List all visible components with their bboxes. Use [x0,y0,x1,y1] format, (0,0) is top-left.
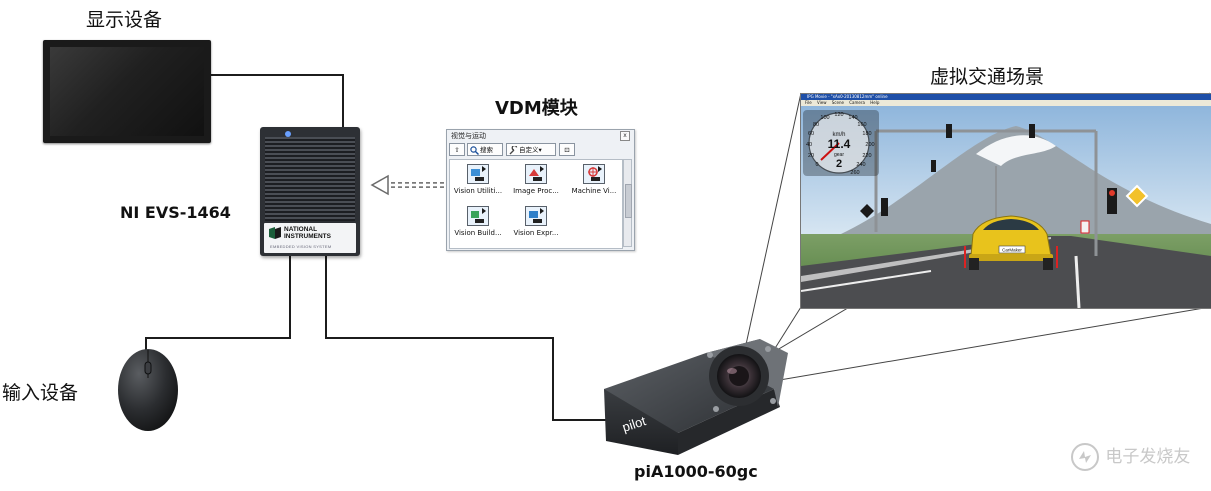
vision-builder-icon [467,206,489,226]
watermark: 电子发烧友 [1070,442,1190,472]
scene-render: km/h 11.4 gear 2 0 20 40 60 80 100 120 1… [801,106,1211,308]
up-arrow-button[interactable]: ⇧ [449,143,465,156]
speed-value: 11.4 [828,137,851,151]
tick-label: 220 [862,153,871,159]
road [801,236,1211,308]
monitor-cable [211,74,344,127]
display-monitor [43,40,211,143]
tick-label: 20 [808,153,814,159]
ni-evs-device: NATIONAL INSTRUMENTS EMBEDDED VISION SYS… [260,127,360,256]
machine-vision-icon [583,164,605,184]
palette-scrollbar[interactable] [623,159,632,247]
tick-label: 260 [850,170,859,176]
image-processing-icon [525,164,547,184]
traffic-scene-window: IPG Movie - "xAx0-20130812mm" online Fil… [800,93,1211,309]
mouse-device [118,349,178,431]
ni-logo-icon [269,227,281,239]
menu-camera[interactable]: Camera [849,100,865,105]
palette-toolbar: ⇧ 搜索 自定义▾ ⊡ [449,143,630,157]
tick-label: 180 [862,131,871,137]
search-icon [470,146,479,155]
wrench-icon [509,146,518,155]
palette-item-vision-utilities[interactable]: Vision Utiliti... [450,162,506,202]
tick-label: 200 [865,142,874,148]
car-plate-text: CarMaker [1002,248,1022,253]
pilot-camera: pilot [604,339,788,455]
ni-brand-text: NATIONAL INSTRUMENTS [284,226,331,240]
scrollbar-thumb[interactable] [625,184,632,218]
scene-menu-bar: File View Scene Camera Help [801,100,1211,106]
palette-item-label: Image Proc... [513,187,559,195]
tick-label: 240 [856,162,865,168]
menu-scene[interactable]: Scene [831,100,844,105]
menu-help[interactable]: Help [870,100,880,105]
menu-view[interactable]: View [816,100,827,105]
mouse-cable [145,256,291,350]
vdm-arrow [370,174,444,196]
customize-button-label: 自定义▾ [519,146,542,154]
priority-sign [1125,184,1149,208]
palette-item-label: Vision Utiliti... [453,187,503,195]
mountain [841,126,1211,238]
tick-label: 100 [820,115,829,121]
palette-title: 视觉与运动 [451,132,486,140]
search-button[interactable]: 搜索 [467,143,503,156]
yellow-car: CarMaker [964,215,1058,270]
palette-item-vision-builder[interactable]: Vision Build... [450,204,506,244]
vision-express-icon [525,206,547,226]
tick-label: 140 [848,115,857,121]
tick-label: 40 [806,142,812,148]
palette-item-image-processing[interactable]: Image Proc... [508,162,564,202]
watermark-logo-icon [1071,443,1099,471]
speedometer: km/h 11.4 gear 2 0 20 40 60 80 100 120 1… [803,110,879,176]
palette-item-label: Vision Expr... [513,229,559,237]
scene-window-title: IPG Movie - "xAx0-20130812mm" online [801,94,1211,100]
camera-brand-text: pilot [620,413,648,435]
speed-unit: km/h [832,132,845,138]
display-device-label: 显示设备 [86,9,163,31]
vision-utilities-icon [467,164,489,184]
camera-cable [325,256,610,421]
palette-item-machine-vision[interactable]: Machine Vi... [566,162,622,202]
ni-evs-label: NI EVS-1464 [120,203,231,222]
pin-button[interactable]: ⊡ [559,143,575,156]
gear-label: gear [834,152,844,158]
gear-value: 2 [836,158,842,170]
tick-label: 160 [857,122,866,128]
power-led [285,131,291,137]
customize-button[interactable]: 自定义▾ [506,143,556,156]
vdm-palette-window: 视觉与运动 x ⇧ 搜索 自定义▾ ⊡ Vision Utiliti... [446,129,635,251]
tick-label: 80 [813,122,819,128]
palette-item-vision-express[interactable]: Vision Expr... [508,204,564,244]
palette-icon-grid: Vision Utiliti... Image Proc... Machine … [449,159,623,249]
vdm-module-label: VDM模块 [495,98,578,119]
ni-brand-line1: NATIONAL [284,226,318,233]
palette-item-label: Machine Vi... [571,187,617,195]
search-button-label: 搜索 [480,146,493,154]
ni-brand-line2: INSTRUMENTS [284,233,331,240]
palette-item-label: Vision Build... [454,229,502,237]
close-button[interactable]: x [620,131,630,141]
input-device-label: 输入设备 [2,382,79,404]
virtual-scene-label: 虚拟交通场景 [930,66,1045,88]
menu-file[interactable]: File [805,100,812,105]
tick-label: 0 [815,162,818,168]
heat-sink-vents [265,137,355,221]
evs-subtitle: EMBEDDED VISION SYSTEM [270,244,332,249]
monitor-screen [50,47,204,136]
watermark-text: 电子发烧友 [1105,447,1191,467]
camera-model-label: piA1000-60gc [634,462,758,481]
tick-label: 60 [808,131,814,137]
tick-label: 120 [834,112,843,118]
